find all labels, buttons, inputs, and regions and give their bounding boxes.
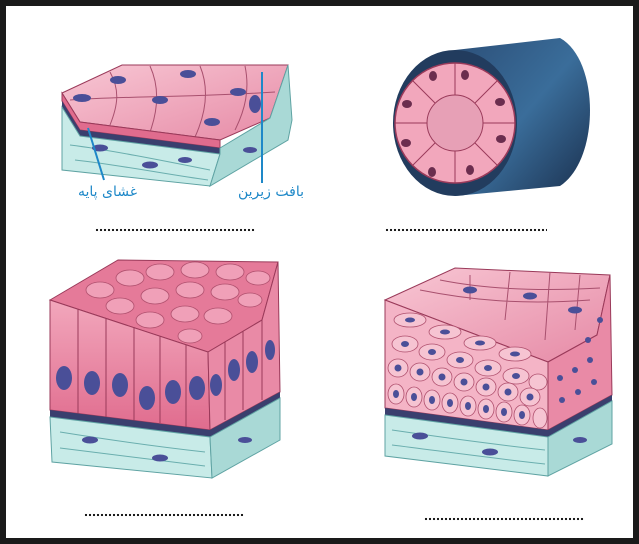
answer-blank-bottom-left[interactable] (84, 513, 244, 517)
stratified-epithelium-block (385, 268, 612, 476)
columnar-epithelium-block (50, 260, 280, 478)
tube-epithelium (393, 38, 590, 196)
connective-tissue-label: بافت زیرین (238, 184, 304, 200)
squamous-epithelium-block (62, 65, 292, 186)
answer-blank-top-right[interactable] (385, 228, 547, 232)
answer-blank-bottom-right[interactable] (424, 517, 584, 521)
basement-membrane-label: غشای پایه (78, 184, 137, 200)
answer-blank-top-left[interactable] (95, 228, 255, 232)
